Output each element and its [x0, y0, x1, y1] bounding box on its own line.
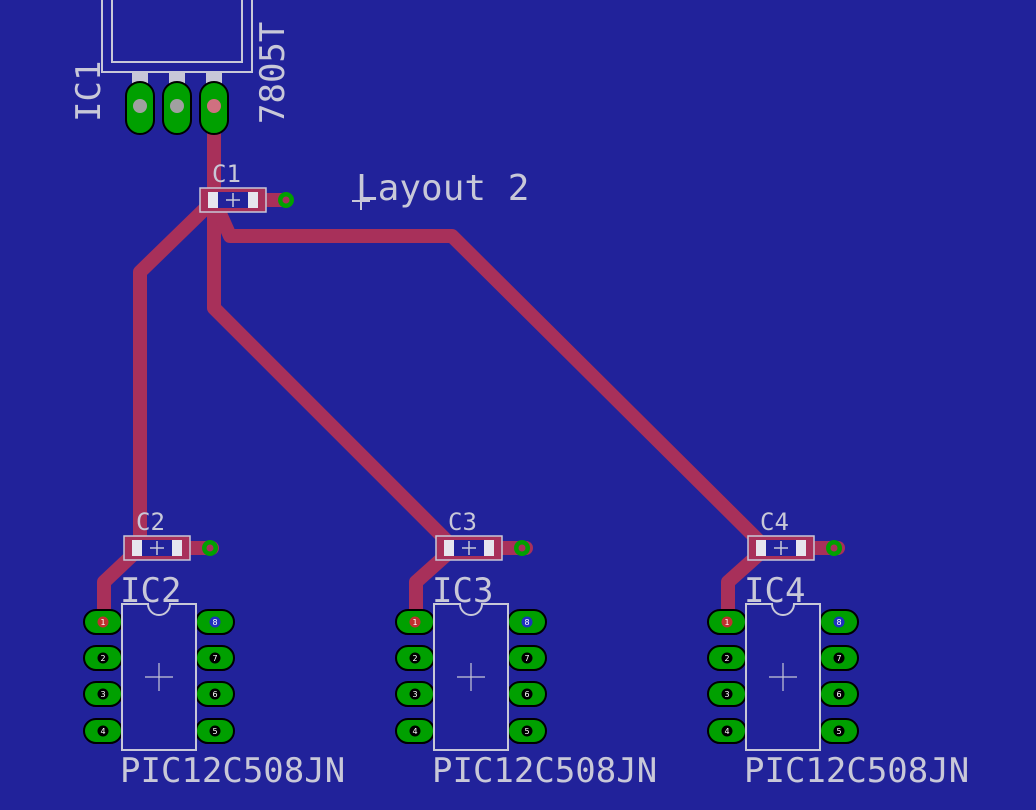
chip-pin-2-number: 2	[100, 654, 105, 663]
regulator-drill-2	[170, 99, 184, 113]
chip-pin-3-number: 3	[412, 690, 417, 699]
chip-pin-8-number: 8	[212, 618, 217, 627]
chip-pin-1-drill	[409, 616, 421, 628]
capacitor-c4[interactable]: C4	[747, 508, 842, 561]
trace-c1-to-c3	[207, 193, 461, 627]
chip-pin-5-drill	[521, 725, 533, 737]
chip-pin-3-drill	[97, 688, 109, 700]
chip-pin-6-drill	[209, 688, 221, 700]
chip-pin-7-drill	[521, 652, 533, 664]
trace-c1-to-c4	[207, 193, 773, 627]
chip-ref-label: IC4	[744, 571, 805, 611]
chip-pin-8-number: 8	[836, 618, 841, 627]
capacitor-ref-label: C3	[448, 508, 477, 536]
capacitor-via-drill	[206, 544, 214, 552]
capacitor-c2[interactable]: C2	[123, 508, 218, 561]
chip-pin-7-drill	[209, 652, 221, 664]
chip-pin-6-drill	[521, 688, 533, 700]
layout-title: Layout 2	[352, 168, 529, 210]
chip-pin-1-drill	[721, 616, 733, 628]
chip-pin-4-number: 4	[724, 727, 729, 736]
capacitor-via-drill	[518, 544, 526, 552]
chip-ref-label: IC3	[432, 571, 493, 611]
chip-pin-7-number: 7	[524, 654, 529, 663]
chip-pin-7-number: 7	[836, 654, 841, 663]
capacitor-c3[interactable]: C3	[435, 508, 530, 561]
chip-pin-4-number: 4	[100, 727, 105, 736]
chip-ref-label: IC2	[120, 571, 181, 611]
capacitor-ref-label: C1	[212, 160, 241, 188]
chip-pin-2-number: 2	[412, 654, 417, 663]
chip-pin-2-drill	[97, 652, 109, 664]
regulator-value-label: 7805T	[253, 22, 293, 124]
chip-value-label: PIC12C508JN	[744, 751, 969, 791]
regulator-tab-outline	[111, 0, 243, 63]
regulator-drill-1	[133, 99, 147, 113]
capacitor-ref-label: C4	[760, 508, 789, 536]
chip-pin-4-drill	[721, 725, 733, 737]
chip-pin-1-number: 1	[100, 618, 105, 627]
chip-pin-5-number: 5	[212, 727, 217, 736]
chip-pin-7-drill	[833, 652, 845, 664]
chip-pin-4-drill	[97, 725, 109, 737]
chip-pin-8-drill	[521, 616, 533, 628]
chip-body-outline	[745, 603, 821, 751]
chip-pin-4-drill	[409, 725, 421, 737]
chip-pin-4-number: 4	[412, 727, 417, 736]
chip-body-outline	[433, 603, 509, 751]
chip-pin-3-number: 3	[100, 690, 105, 699]
capacitor-ref-label: C2	[136, 508, 165, 536]
chip-pin-5-drill	[209, 725, 221, 737]
chip-pin-2-drill	[721, 652, 733, 664]
chip-pin-6-number: 6	[212, 690, 217, 699]
chip-pin-3-drill	[409, 688, 421, 700]
chip-pin-1-drill	[97, 616, 109, 628]
chip-pin-8-drill	[833, 616, 845, 628]
regulator-ic1[interactable]: IC1 7805T	[69, 0, 293, 135]
chip-pin-2-number: 2	[724, 654, 729, 663]
chip-pin-5-drill	[833, 725, 845, 737]
chip-value-label: PIC12C508JN	[120, 751, 345, 791]
chip-pin-7-number: 7	[212, 654, 217, 663]
capacitor-c1[interactable]: C1	[199, 160, 294, 213]
chip-pin-3-number: 3	[724, 690, 729, 699]
regulator-drill-3	[207, 99, 221, 113]
chip-pin-5-number: 5	[836, 727, 841, 736]
capacitor-via-drill	[282, 196, 290, 204]
capacitor-via-drill	[830, 544, 838, 552]
chip-pin-6-number: 6	[836, 690, 841, 699]
chip-pin-5-number: 5	[524, 727, 529, 736]
board-title: Layout 2	[356, 168, 529, 209]
regulator-ref-label: IC1	[69, 61, 109, 122]
chip-pin-8-drill	[209, 616, 221, 628]
chip-pin-3-drill	[721, 688, 733, 700]
chip-value-label: PIC12C508JN	[432, 751, 657, 791]
chip-pin-6-number: 6	[524, 690, 529, 699]
chip-pin-2-drill	[409, 652, 421, 664]
chip-pin-1-number: 1	[724, 618, 729, 627]
chip-pin-6-drill	[833, 688, 845, 700]
chip-pin-8-number: 8	[524, 618, 529, 627]
chip-pin-1-number: 1	[412, 618, 417, 627]
chip-body-outline	[121, 603, 197, 751]
